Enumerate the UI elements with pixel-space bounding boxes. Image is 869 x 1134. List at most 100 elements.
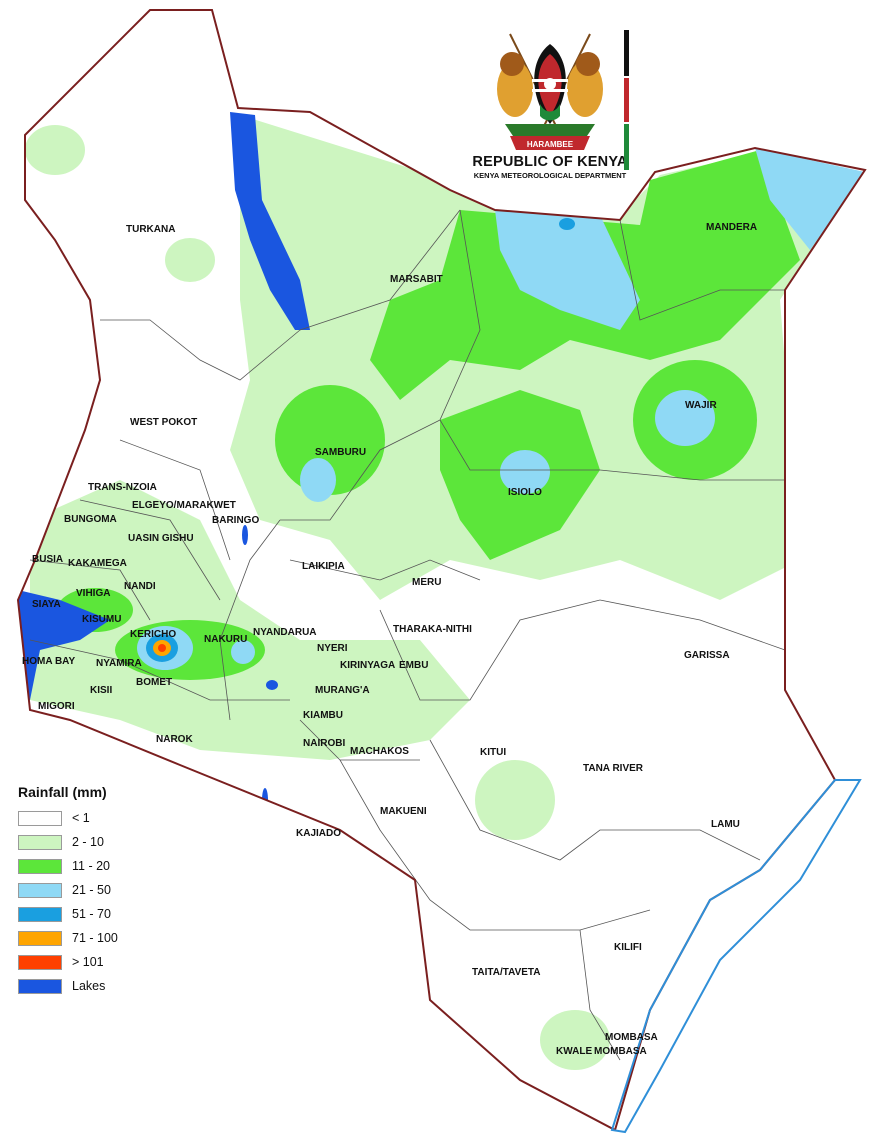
legend-label: < 1 (72, 811, 90, 825)
legend-swatch (18, 978, 62, 994)
legend-item: < 1 (18, 806, 198, 830)
republic-title: REPUBLIC OF KENYA (472, 154, 628, 170)
county-label: BARINGO (212, 515, 259, 526)
county-label: SIAYA (32, 599, 61, 610)
county-label: BUSIA (32, 554, 63, 565)
county-label: GARISSA (684, 650, 730, 661)
county-label: MOMBASA (594, 1046, 647, 1057)
legend-item: > 101 (18, 950, 198, 974)
header: HARAMBEE REPUBLIC OF KENYA KENYA METEORO… (440, 24, 660, 180)
county-label: ISIOLO (508, 487, 542, 498)
zone-21-50-isiolo (500, 450, 550, 494)
legend-label: 51 - 70 (72, 907, 111, 921)
legend-swatch (18, 906, 62, 922)
legend-label: Lakes (72, 979, 106, 993)
zone-21-50-ne (755, 148, 865, 250)
legend-item: 2 - 10 (18, 830, 198, 854)
county-label: TURKANA (126, 224, 175, 235)
county-label: HOMA BAY (22, 656, 75, 667)
county-label: KITUI (480, 747, 506, 758)
county-label: WEST POKOT (130, 417, 197, 428)
legend-swatch (18, 834, 62, 850)
legend-item: 51 - 70 (18, 902, 198, 926)
legend-title: Rainfall (mm) (18, 784, 107, 800)
county-label: MANDERA (706, 222, 757, 233)
legend: Rainfall (mm) < 1 2 - 10 11 - 20 21 - 50 51 … (18, 784, 198, 998)
zone-2-10-kwale (540, 1010, 610, 1070)
county-label: EMBU (399, 660, 428, 671)
legend-label: 11 - 20 (72, 859, 110, 873)
legend-label: 2 - 10 (72, 835, 104, 849)
legend-swatch (18, 954, 62, 970)
flag-black-segment (624, 30, 629, 76)
zone-51-70-north (559, 218, 575, 230)
motto-text: HARAMBEE (527, 140, 574, 149)
county-label: BOMET (136, 677, 172, 688)
county-label: MIGORI (38, 701, 75, 712)
county-label: NAROK (156, 734, 193, 745)
county-boundaries (29, 209, 786, 1061)
legend-item: Lakes (18, 974, 198, 998)
county-label: TANA RIVER (583, 763, 644, 774)
legend-label: 21 - 50 (72, 883, 111, 897)
legend-swatch (18, 882, 62, 898)
county-label: NAIROBI (303, 738, 345, 749)
county-label: KISII (90, 685, 112, 696)
county-label: BUNGOMA (64, 514, 117, 525)
county-label: KWALE (556, 1046, 592, 1057)
zone-2-10-kitui (475, 760, 555, 840)
zone-2-10-west (30, 480, 470, 760)
zone-over-101-kericho (158, 644, 166, 652)
lake-turkana (230, 112, 310, 330)
county-label: LAMU (711, 819, 740, 830)
flag-red-segment (624, 78, 629, 122)
zone-2-10-nw (25, 125, 85, 175)
county-label: ELGEYO/MARAKWET (132, 500, 236, 511)
lake-victoria (18, 590, 110, 705)
county-label: WAJIR (685, 400, 717, 411)
county-label: KAKAMEGA (68, 558, 127, 569)
county-label: NAKURU (204, 634, 247, 645)
county-label: MOMBASA (605, 1032, 658, 1043)
county-label: MARSABIT (390, 274, 443, 285)
coastal-boundary (610, 779, 862, 1134)
zone-21-50-nyandarua (231, 640, 255, 664)
department-title: KENYA METEOROLOGICAL DEPARTMENT (473, 171, 627, 180)
county-label: TRANS-NZOIA (88, 482, 157, 493)
zone-21-50-samburu (300, 458, 336, 502)
legend-item: 11 - 20 (18, 854, 198, 878)
flag-white-gap (624, 122, 629, 124)
county-label: SAMBURU (315, 447, 366, 458)
zone-2-10-turkana-spot (165, 238, 215, 282)
county-label: NYAMIRA (96, 658, 142, 669)
county-label: KISUMU (82, 614, 121, 625)
legend-swatch (18, 810, 62, 826)
kenya-coat-of-arms-icon: HARAMBEE (497, 33, 603, 150)
legend-item: 71 - 100 (18, 926, 198, 950)
legend-item: 21 - 50 (18, 878, 198, 902)
county-label: MACHAKOS (350, 746, 409, 757)
zone-11-20-samburu (275, 385, 385, 495)
county-label: KERICHO (130, 629, 176, 640)
flag-white-gap (624, 76, 629, 78)
county-label: MAKUENI (380, 806, 427, 817)
county-label: KILIFI (614, 942, 642, 953)
zone-21-50-north (495, 210, 640, 330)
legend-label: > 101 (72, 955, 104, 969)
lake-baringo (242, 525, 248, 545)
county-label: MERU (412, 577, 441, 588)
lake-naivasha (266, 680, 278, 690)
flag-green-segment (624, 124, 629, 170)
county-label: KAJIADO (296, 828, 341, 839)
legend-swatch (18, 930, 62, 946)
county-label: THARAKA-NITHI (393, 624, 472, 635)
county-label: NYERI (317, 643, 348, 654)
county-label: VIHIGA (76, 588, 110, 599)
legend-swatch (18, 858, 62, 874)
county-label: UASIN GISHU (128, 533, 194, 544)
county-label: KIRINYAGA (340, 660, 395, 671)
flag-color-bar (624, 30, 629, 170)
zone-21-50-wajir (655, 390, 715, 446)
county-label: NYANDARUA (253, 627, 317, 638)
